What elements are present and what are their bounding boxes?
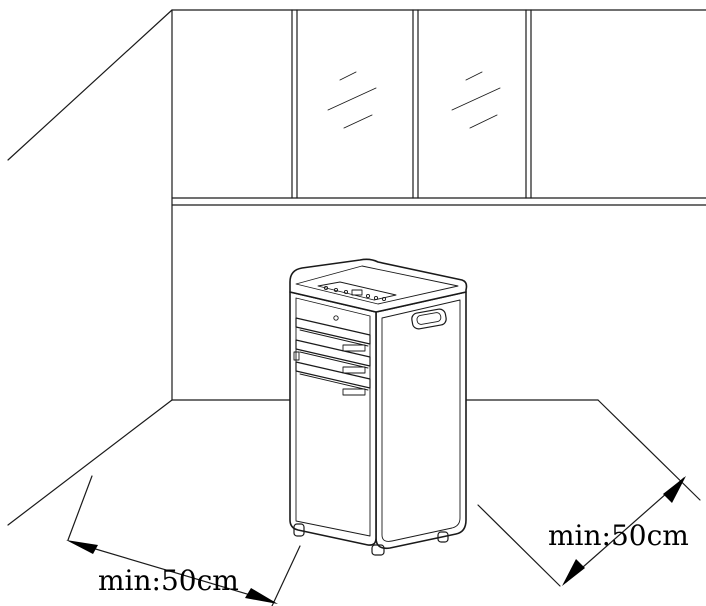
glass-reflection-left [327,71,377,129]
right-clearance-dimension [477,476,686,587]
glass-reflection-right [451,71,501,129]
portable-air-conditioner-icon [289,258,468,556]
air-outlet-louvers [293,317,371,396]
casters [293,523,449,556]
left-clearance-label: min:50cm [98,564,239,597]
window [171,9,706,206]
left-clearance-dimension [66,475,301,606]
right-clearance-label: min:50cm [548,519,689,552]
control-panel [317,281,397,302]
